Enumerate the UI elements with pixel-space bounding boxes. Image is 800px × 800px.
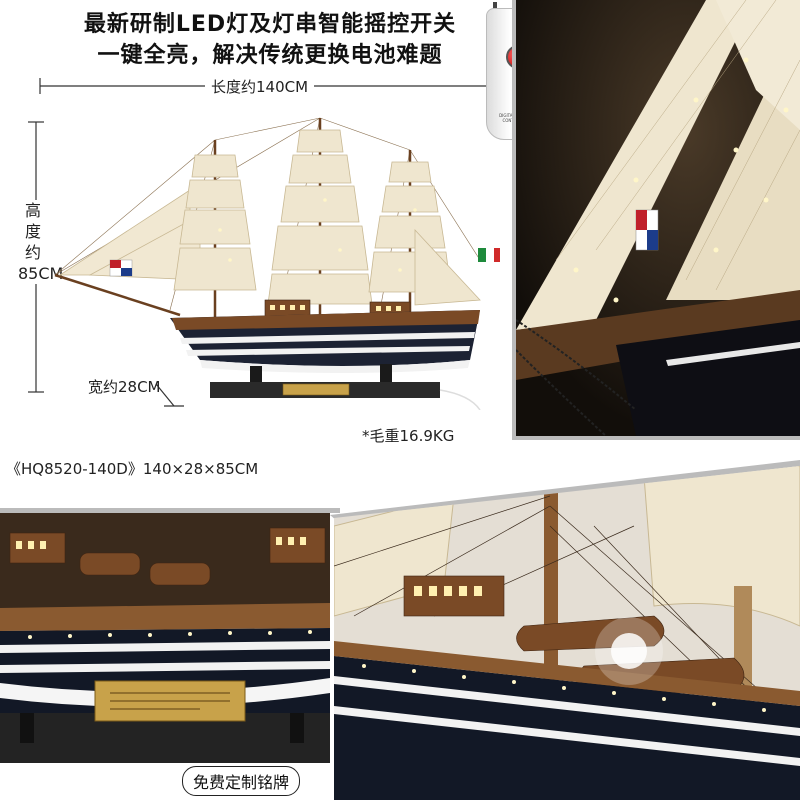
- panel-divider: [512, 0, 516, 440]
- weight-label: *毛重16.9KG: [362, 427, 455, 445]
- deck-detail-illustration: [334, 466, 800, 800]
- headline-line-2: 一键全亮，解决传统更换电池难题: [97, 43, 443, 68]
- headline-line-1: 最新研制LED灯及灯串智能摇控开关: [83, 12, 457, 37]
- length-label: 长度约140CM: [205, 76, 315, 97]
- deck-detail-photo: [334, 466, 800, 800]
- hull-detail-photo: [0, 513, 330, 763]
- ship-model-image: [54, 117, 500, 410]
- custom-nameplate-badge: 免费定制铭牌: [182, 766, 301, 796]
- width-label: 宽约28CM: [88, 378, 161, 396]
- panel-divider: [516, 436, 800, 440]
- width-dimension-line: [155, 383, 184, 407]
- height-label: 高度约85CM: [18, 200, 64, 284]
- panel-divider: [330, 460, 800, 520]
- flag-icon: [109, 248, 500, 277]
- hull-detail-illustration: [0, 513, 330, 763]
- model-label: 《HQ8520-140D》140×28×85CM: [6, 460, 259, 478]
- bow-detail-photo: [516, 0, 800, 436]
- bow-detail-illustration: [516, 0, 800, 436]
- panel-divider: [0, 508, 340, 513]
